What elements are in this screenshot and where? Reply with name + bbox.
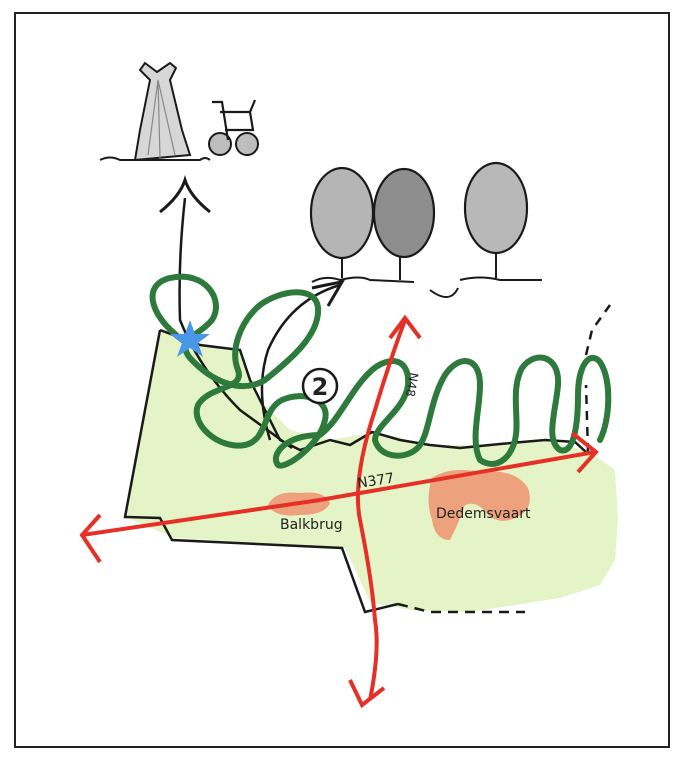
region-area <box>125 330 618 612</box>
road-n48-arrow-north <box>388 314 422 340</box>
town-dedemsvaart-area <box>428 470 530 540</box>
road-n377 <box>81 450 596 537</box>
road-label-n377: N377 <box>356 470 395 492</box>
boundary-dashed-south <box>397 602 525 614</box>
boundary-dashed-east <box>584 304 612 453</box>
arrow-head-camping <box>159 174 211 214</box>
road-n48 <box>355 319 407 701</box>
trees-icon <box>309 161 542 298</box>
road-n377-arrow-west <box>79 513 102 564</box>
region-boundary <box>123 329 399 614</box>
meander-line <box>149 273 612 469</box>
town-label-dedemsvaart: Dedemsvaart <box>436 506 531 522</box>
town-label-balkbrug: Balkbrug <box>280 517 343 533</box>
road-n377-arrow-east <box>570 431 599 474</box>
road-label-n48: N48 <box>403 371 421 397</box>
star-icon <box>170 320 210 357</box>
tent-icon <box>99 61 211 162</box>
arrow-head-forest <box>311 279 345 307</box>
marker-circle <box>301 367 339 405</box>
road-n48-arrow-south <box>348 679 386 709</box>
marker-number: 2 <box>312 373 329 401</box>
tricycle-icon <box>208 99 259 156</box>
